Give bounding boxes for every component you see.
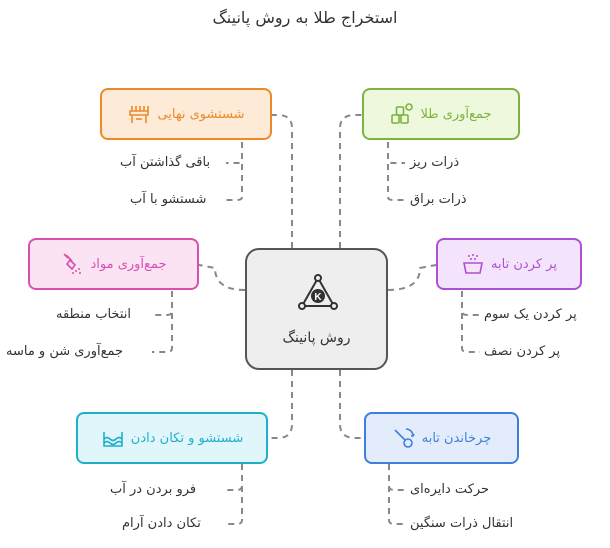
node-gold-collection: جمع‌آوری طلا [362, 88, 520, 140]
leaf-shake-gently: تکان دادن آرام [122, 516, 201, 531]
wash-station-icon [129, 106, 150, 123]
diagram-title: استخراج طلا به روش پانینگ [212, 8, 398, 27]
svg-text:K: K [314, 292, 322, 303]
gold-bars-icon [391, 103, 414, 124]
node-rotate-pan: چرخاندن تابه [364, 412, 519, 464]
leaf-fine-particles: ذرات ریز [410, 155, 460, 170]
leaf-collect-sand: جمع‌آوری شن و ماسه [6, 344, 124, 359]
node-label: چرخاندن تابه [421, 430, 492, 446]
shovel-icon [63, 253, 82, 274]
leaf-circular-motion: حرکت دایره‌ای [410, 482, 490, 497]
leaf-move-heavy: انتقال ذرات سنگین [410, 516, 514, 531]
node-label: جمع‌آوری طلا [420, 106, 492, 122]
node-label: شستشوی نهایی [157, 106, 245, 122]
node-wash-shake: شستشو و تکان دادن [76, 412, 268, 464]
leaf-rinse-water: شستشو با آب [130, 192, 207, 207]
node-final-wash: شستشوی نهایی [100, 88, 272, 140]
triangle-k-icon: K [298, 274, 338, 310]
node-fill-pan: پر کردن تابه [436, 238, 582, 290]
water-waves-icon [102, 432, 123, 447]
rotate-pan-icon [394, 428, 415, 448]
leaf-fill-half: پر کردن نصف [484, 344, 561, 359]
node-label: شستشو و تکان دادن [130, 430, 244, 446]
center-node: K روش پانینگ [245, 248, 388, 370]
leaf-leave-water: باقی گذاشتن آب [120, 155, 211, 170]
leaf-immerse-water: فرو بردن در آب [110, 482, 197, 497]
leaf-select-area: انتخاب منطقه [56, 307, 131, 322]
node-label: پر کردن تابه [491, 256, 557, 272]
leaf-shiny-particles: ذرات براق [410, 192, 467, 207]
leaf-fill-third: پر کردن یک سوم [484, 307, 577, 322]
center-label: روش پانینگ [282, 330, 351, 346]
node-material-collection: جمع‌آوری مواد [28, 238, 199, 290]
node-label: جمع‌آوری مواد [90, 256, 167, 272]
pan-fill-icon [463, 254, 484, 274]
